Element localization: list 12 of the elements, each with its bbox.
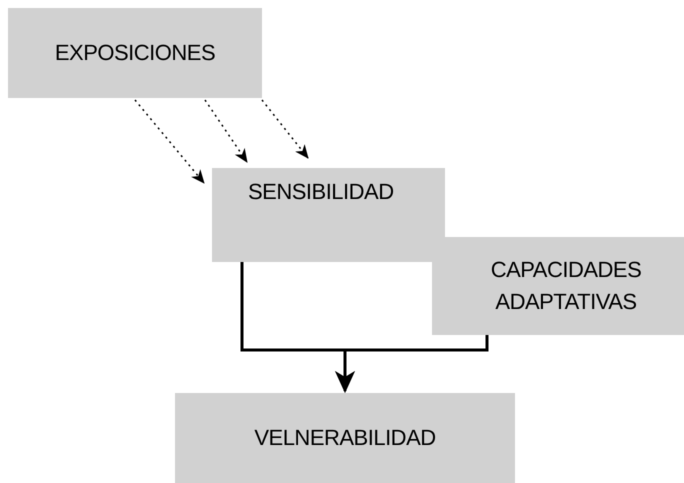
box-label: CAPACIDADES ADAPTATIVAS (490, 256, 642, 316)
box-label: EXPOSICIONES (54, 39, 216, 67)
box-label: VELNERABILIDAD (254, 424, 436, 452)
arrow (134, 100, 205, 184)
arrow (204, 100, 248, 163)
label-box (432, 237, 684, 335)
label-box (212, 168, 445, 262)
label-box (175, 393, 515, 483)
arrow (261, 100, 309, 159)
label-box (8, 8, 262, 98)
arrow (335, 335, 488, 393)
box-label: SENSIBILIDAD (248, 178, 394, 206)
